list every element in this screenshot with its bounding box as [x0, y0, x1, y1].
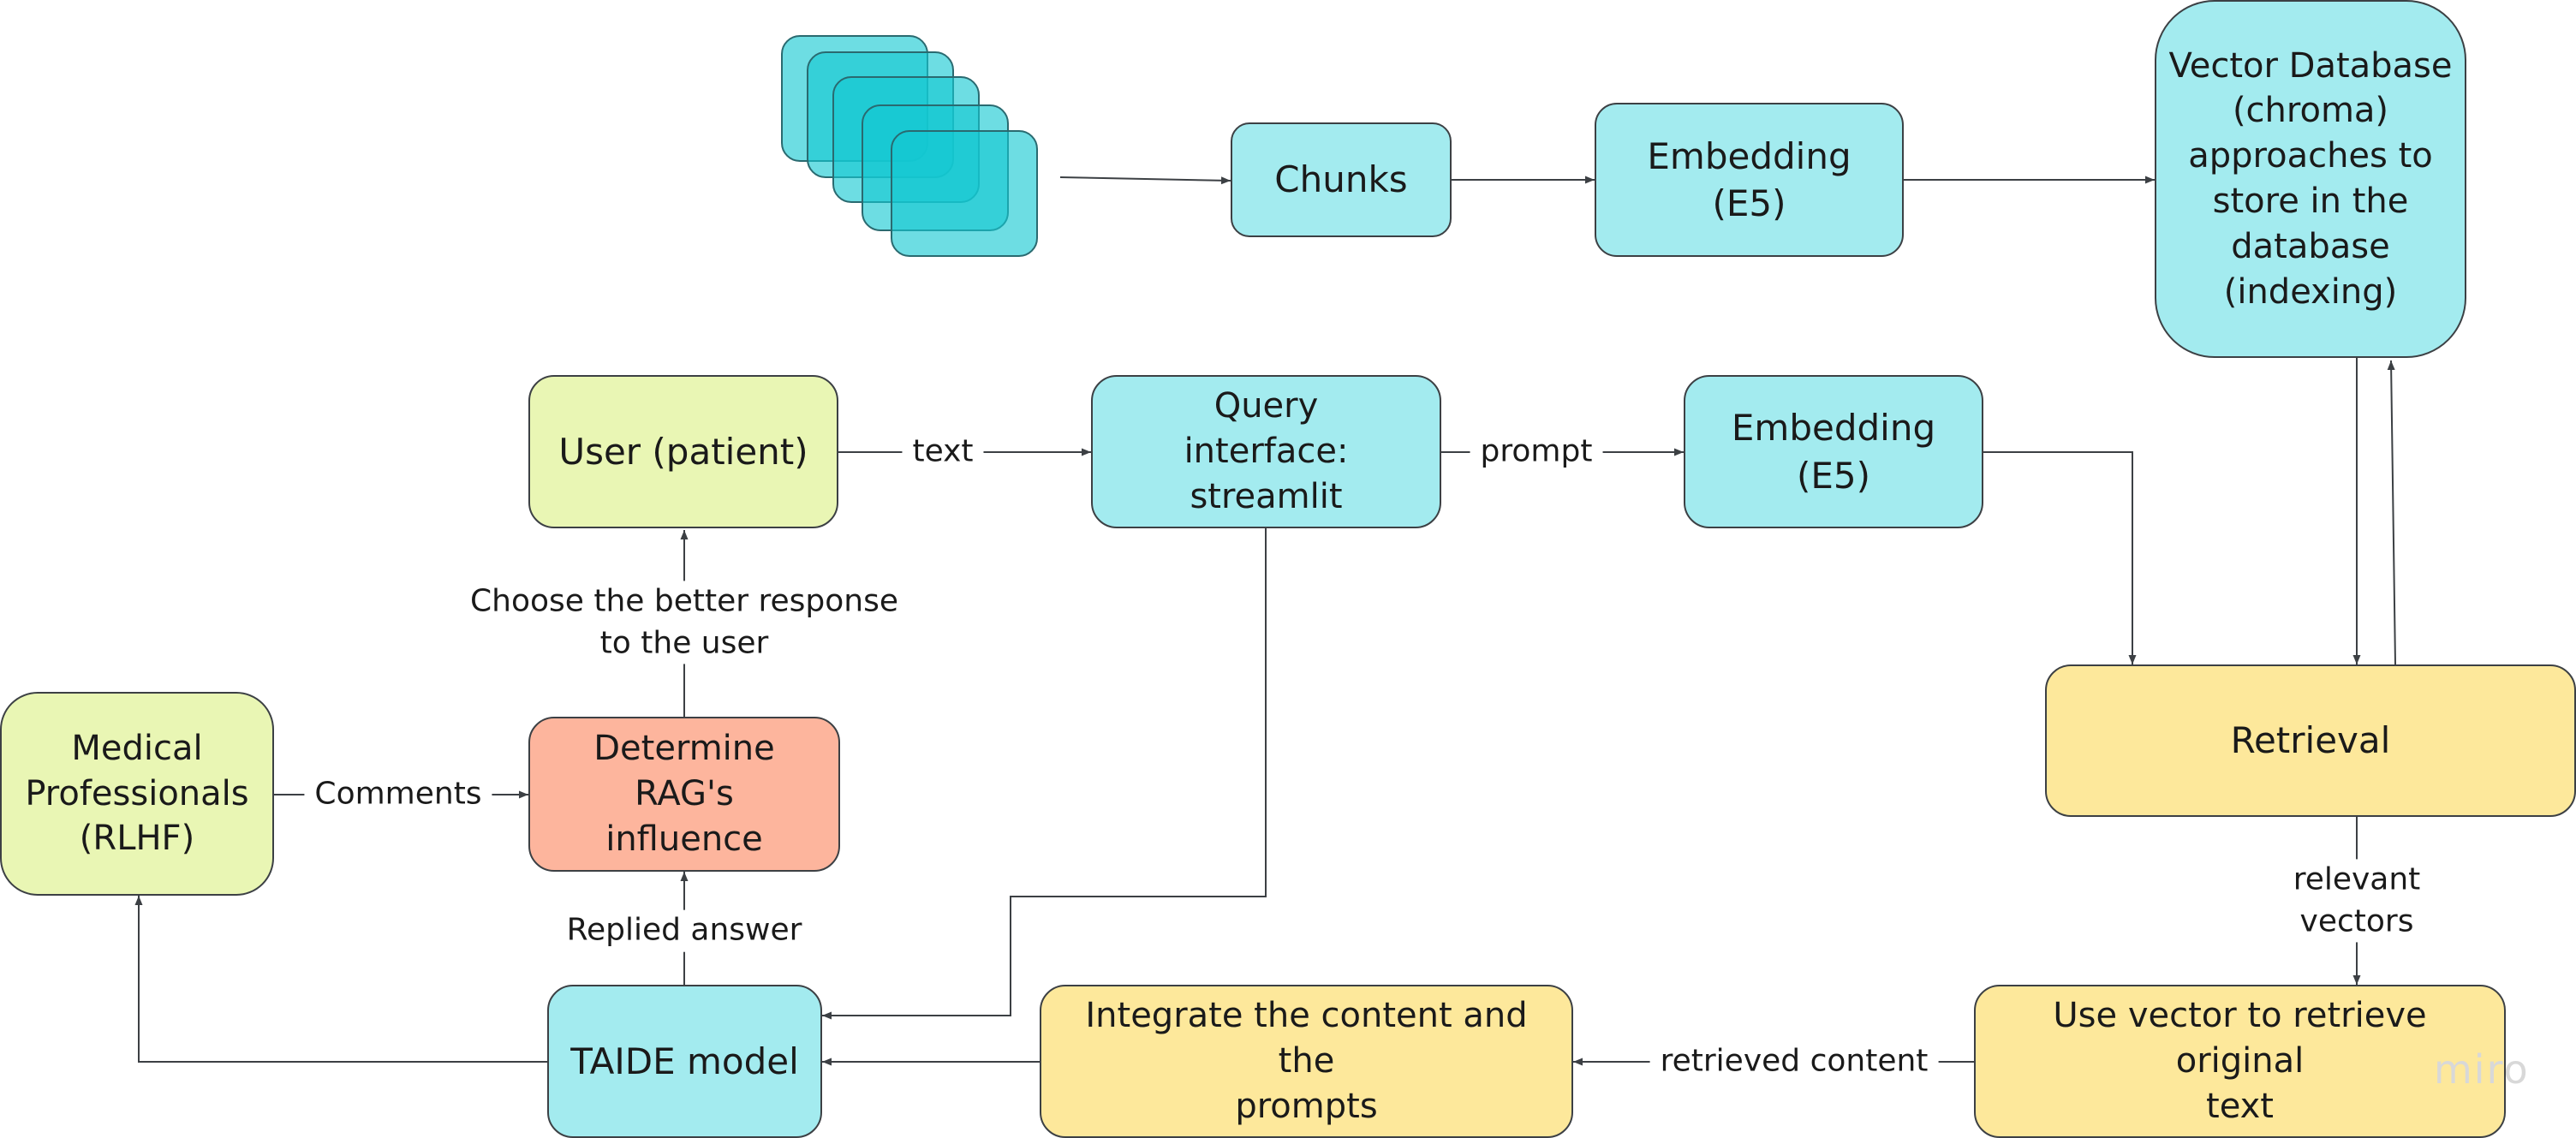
edge-label-relevant-vectors: relevant vectors: [2247, 859, 2466, 943]
edge-label-retrieved-content: retrieved content: [1649, 1040, 1939, 1083]
determine-rag-influence-node[interactable]: Determine RAG's influence: [528, 717, 840, 872]
taide-model-node[interactable]: TAIDE model: [547, 985, 822, 1138]
vector-database-node[interactable]: Vector Database (chroma) approaches to s…: [2155, 0, 2466, 358]
edge-taide-medical: [134, 896, 547, 1063]
integrate-content-node[interactable]: Integrate the content and the prompts: [1040, 985, 1573, 1138]
embedding-node-middle[interactable]: Embedding (E5): [1684, 375, 1983, 528]
query-interface-node[interactable]: Query interface: streamlit: [1091, 375, 1441, 528]
edge-retrieval-vectordb: [2387, 360, 2396, 665]
edge-label-replied-answer: Replied answer: [556, 909, 813, 952]
embedding-node-top[interactable]: Embedding (E5): [1595, 103, 1904, 257]
use-vector-retrieve-node[interactable]: Use vector to retrieve original text: [1974, 985, 2506, 1138]
edge-docs-chunks: [1059, 176, 1231, 185]
edge-label-prompt: prompt: [1470, 431, 1603, 474]
edge-query-taide: [822, 528, 1267, 1020]
user-patient-node[interactable]: User (patient): [528, 375, 838, 528]
miro-watermark: miro: [2434, 1046, 2530, 1093]
document-icon: [891, 130, 1038, 257]
medical-professionals-node[interactable]: Medical Professionals (RLHF): [0, 692, 274, 896]
edge-label-comments: Comments: [304, 773, 492, 816]
edge-embedding-retrieval: [1983, 451, 2137, 664]
edge-label-choose-better-response: Choose the better response to the user: [459, 581, 909, 664]
retrieval-node[interactable]: Retrieval: [2045, 664, 2576, 817]
edge-label-text: text: [902, 431, 984, 474]
chunks-node[interactable]: Chunks: [1231, 122, 1452, 237]
